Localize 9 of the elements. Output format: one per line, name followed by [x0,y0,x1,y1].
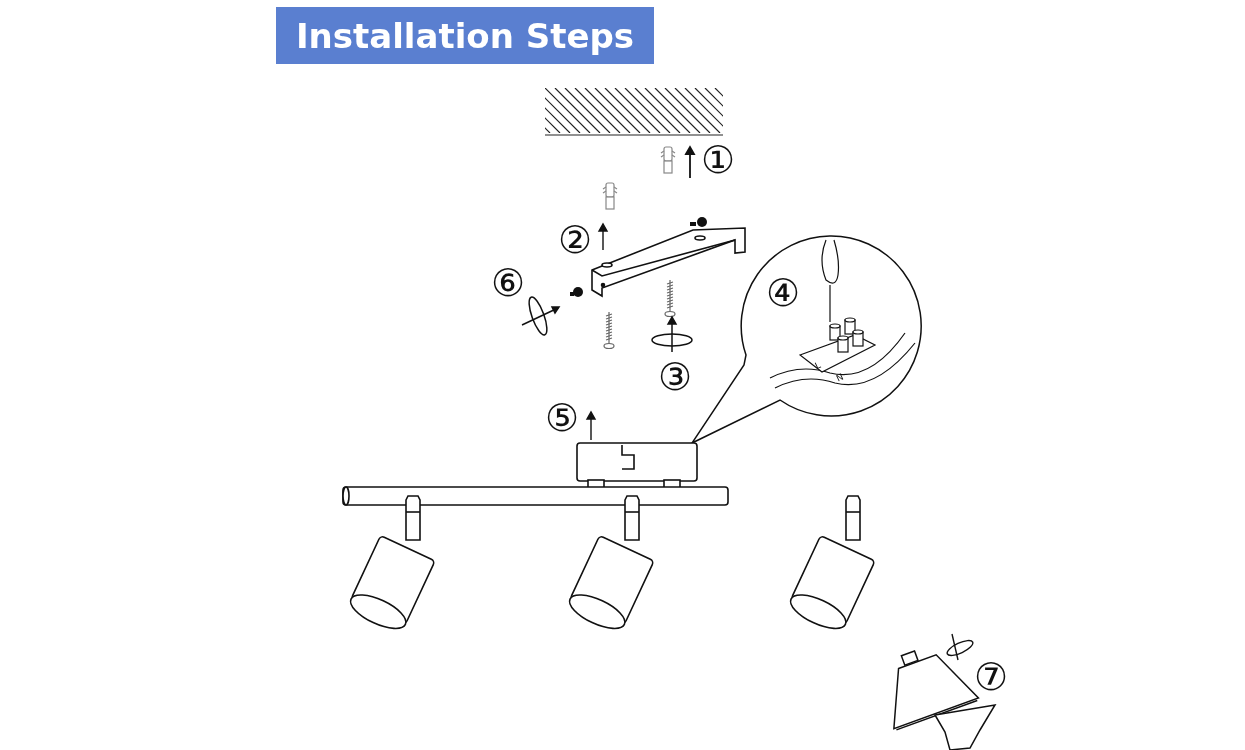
step-number: ⑥ [490,264,526,302]
step-number: ④ [765,274,801,312]
step-number: ③ [657,358,693,396]
step-number: ② [557,221,593,259]
terminal-marking: L [813,360,823,372]
step-number: ① [700,141,736,179]
title-banner: Installation Steps [276,7,654,64]
step-number: ⑦ [973,658,1009,696]
step-number: ⑤ [544,399,580,437]
